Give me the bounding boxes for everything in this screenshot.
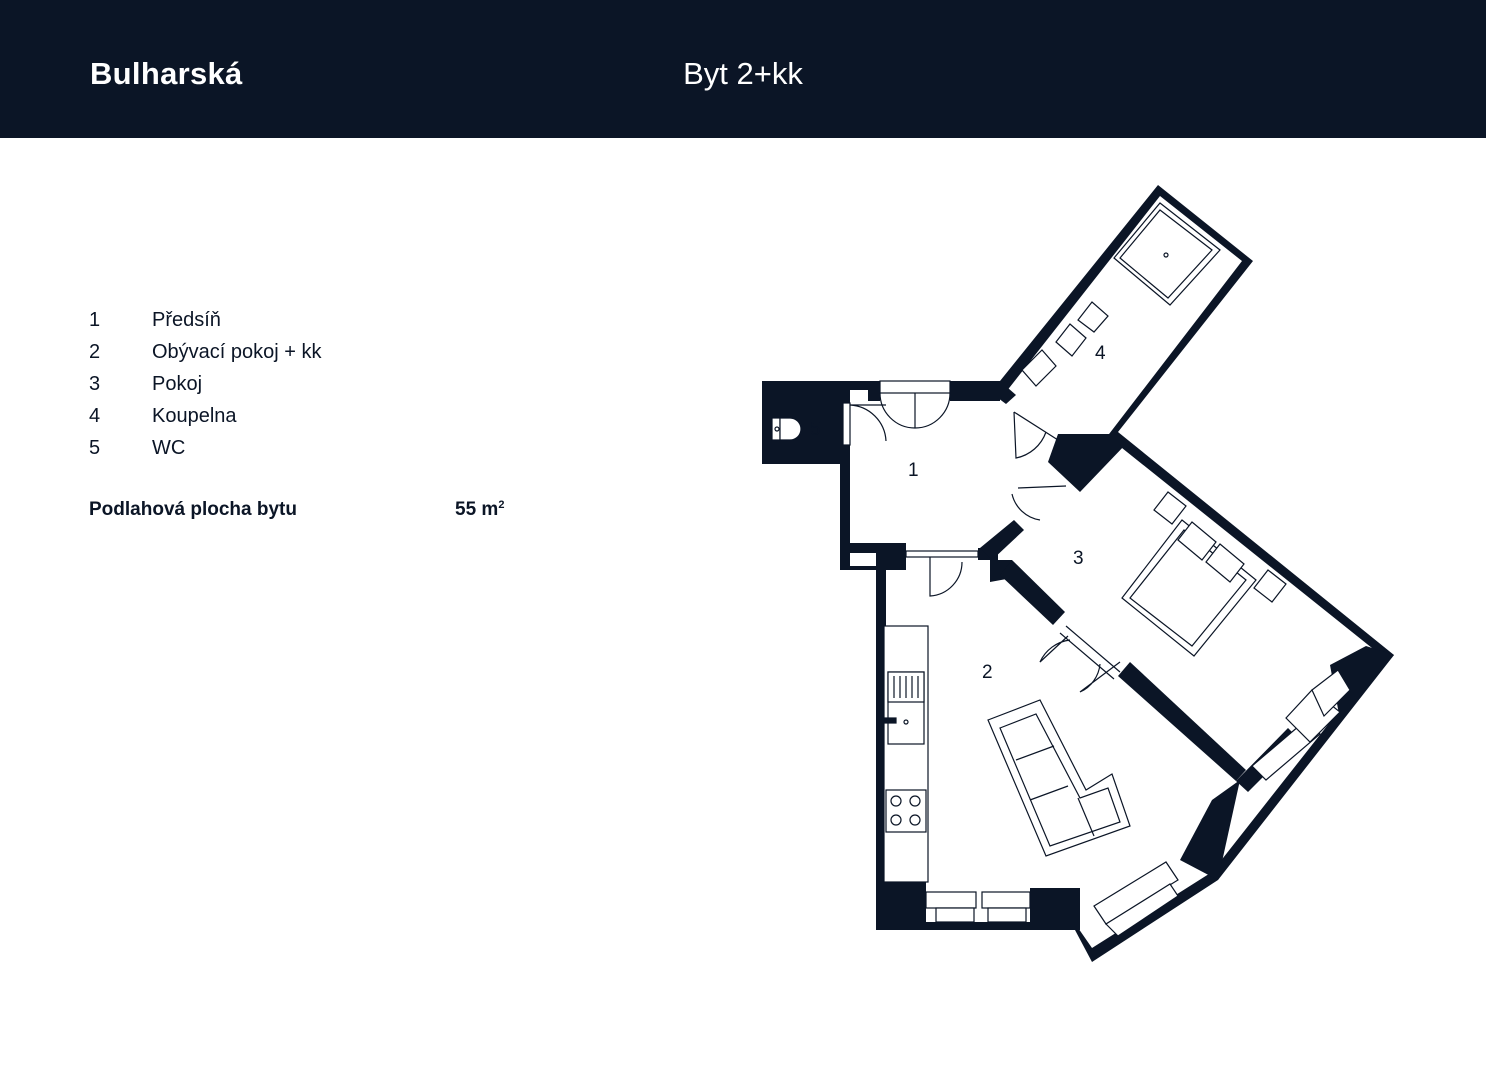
legend-number: 2 [89, 341, 101, 363]
living-door-frame [905, 550, 979, 558]
counter [883, 625, 929, 883]
bedroom-furniture [1121, 491, 1287, 657]
plan-openings [842, 380, 1351, 937]
legend-number: 4 [89, 405, 101, 427]
room-label-3: 3 [1073, 548, 1084, 569]
internal-wall [950, 381, 1000, 401]
nightstand [1253, 569, 1287, 603]
legend-number: 3 [89, 373, 101, 395]
toilet [1055, 323, 1087, 357]
partition-wall [990, 381, 1016, 404]
room-label-4: 4 [1095, 343, 1106, 364]
partition-wall [1118, 662, 1246, 781]
faucet [883, 717, 897, 724]
legend-number: 1 [89, 309, 101, 331]
room-legend: 1 Předsíň 2 Obývací pokoj + kk 3 Pokoj 4… [89, 308, 529, 468]
washbasin [1021, 349, 1057, 387]
nightstand [1153, 491, 1187, 525]
partition-wall [980, 520, 1024, 560]
burner [909, 795, 921, 807]
plan-walls [762, 185, 1394, 962]
outer-walls [762, 185, 1394, 962]
legend-item: 1 Předsíň [89, 308, 529, 340]
corner-sofa [987, 699, 1131, 857]
legend-name: WC [152, 437, 186, 459]
wc-toilet [771, 417, 802, 441]
wc-wall [762, 456, 850, 464]
burner [890, 814, 902, 826]
partition-wall [1330, 646, 1394, 720]
cooktop [885, 789, 927, 833]
sofa-cushion [1029, 785, 1069, 801]
burner [890, 795, 902, 807]
internal-wall [840, 462, 850, 570]
door-frame-line [1065, 625, 1121, 673]
window [981, 891, 1031, 909]
window [1093, 861, 1179, 925]
bathroom-fixtures [1021, 202, 1221, 387]
legend-name: Předsíň [152, 309, 221, 331]
internal-wall [840, 543, 906, 553]
partition-wall [1048, 434, 1126, 492]
project-name: Bulharská [90, 56, 243, 91]
partition-wall [1000, 560, 1065, 625]
toilet-flush [774, 426, 780, 432]
windows [925, 669, 1351, 937]
legend-item: 4 Koupelna [89, 404, 529, 436]
sink-drain [903, 719, 909, 725]
internal-wall [868, 381, 880, 401]
legend-name: Koupelna [152, 405, 237, 427]
internal-wall [876, 552, 906, 570]
sofa-seat [999, 713, 1121, 847]
pillow [1177, 521, 1217, 561]
partition-wall [1180, 780, 1240, 880]
floor-area-label: Podlahová plocha bytu [89, 499, 297, 520]
toilet-bowl [779, 417, 802, 441]
floor-area-unit-superscript: 2 [498, 499, 505, 511]
legend-item: 5 WC [89, 436, 529, 468]
living-door-swing [929, 557, 963, 597]
window [987, 907, 1027, 923]
room-label-5: 5 [810, 419, 821, 440]
legend-number: 5 [89, 437, 101, 459]
room-labels: 1 2 3 4 5 [810, 343, 1106, 683]
floor-area-value: 55 m2 [455, 499, 504, 521]
legend-name: Pokoj [152, 373, 203, 395]
header-bar: Bulharská Byt 2+kk [0, 0, 1486, 138]
bathroom-door-swing [1013, 411, 1059, 459]
legend-name: Obývací pokoj + kk [152, 341, 322, 363]
wc-door-swing [849, 404, 887, 442]
unit-type: Byt 2+kk [683, 56, 803, 91]
legend-item: 3 Pokoj [89, 372, 529, 404]
floor-area-number: 55 m [455, 499, 499, 520]
plan-furniture [771, 202, 1287, 883]
entrance-door-frame [879, 380, 951, 394]
window [1311, 669, 1351, 718]
sofa-cushion [1015, 745, 1055, 761]
wc-wall [762, 391, 772, 463]
partition-wall [1030, 888, 1080, 930]
bedroom-door-swing [1011, 485, 1067, 521]
partition-wall [876, 880, 926, 930]
room-label-2: 2 [982, 662, 993, 683]
bidet [1077, 301, 1109, 333]
pillow [1205, 543, 1245, 583]
room-label-1: 1 [908, 460, 919, 481]
door-frame-line [1059, 632, 1115, 680]
double-door-swing [1039, 635, 1121, 693]
sofa-cushion [1077, 797, 1095, 837]
window [925, 891, 977, 909]
shower-drain [1163, 252, 1169, 258]
window [1105, 883, 1179, 937]
window [935, 907, 975, 923]
legend-item: 2 Obývací pokoj + kk [89, 340, 529, 372]
entrance-door-swing [879, 392, 951, 429]
burner [909, 814, 921, 826]
kitchen-counter [883, 625, 929, 883]
wc-door-frame [842, 402, 851, 446]
